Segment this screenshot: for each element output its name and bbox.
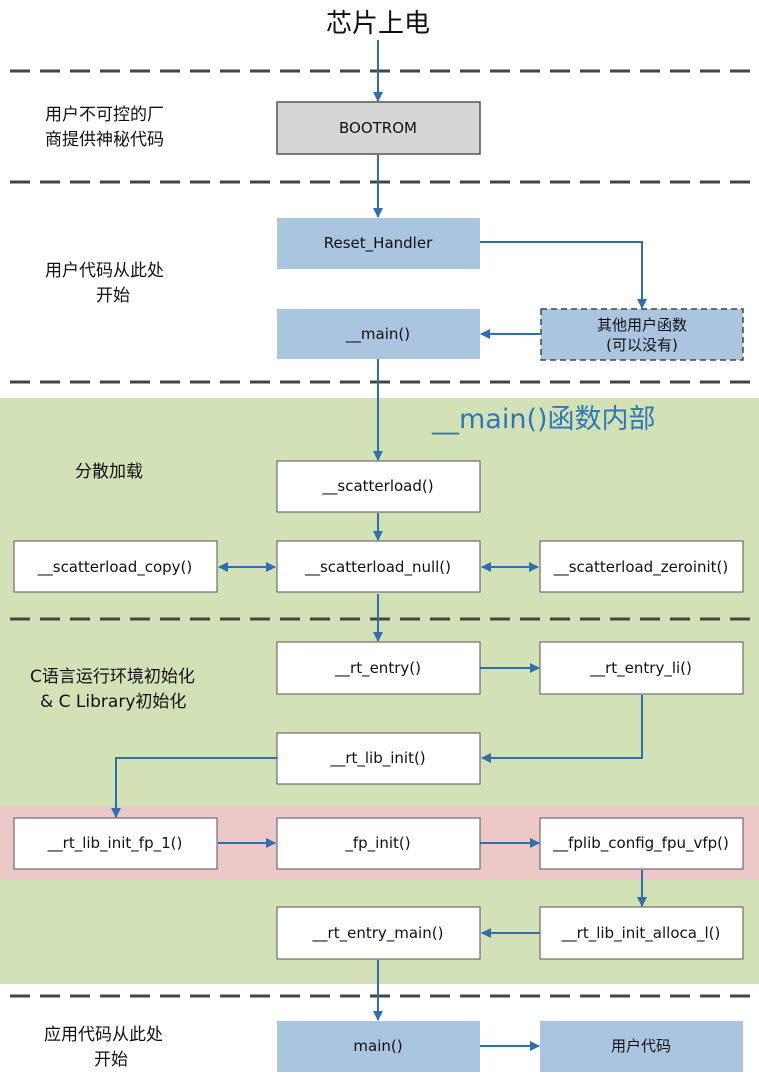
fplib-config-label: __fplib_config_fpu_vfp() bbox=[552, 834, 729, 853]
other-user-functions-box: 其他用户函数 (可以没有) bbox=[540, 308, 744, 361]
rt-entry-li-box: __rt_entry_li() bbox=[539, 641, 744, 695]
rt-entry-li-label: __rt_entry_li() bbox=[589, 659, 692, 678]
crt-init-label-line-2: & C Library初始化 bbox=[40, 692, 186, 712]
scatterload-null-box: __scatterload_null() bbox=[276, 540, 481, 593]
app-start-label-line-1: 应用代码从此处 bbox=[44, 1025, 163, 1045]
rt-entry-box: __rt_entry() bbox=[276, 641, 481, 695]
arrow-rt-lib-init-to-fp1 bbox=[111, 757, 277, 818]
scatterload-box: __scatterload() bbox=[276, 460, 481, 513]
dashed-separators bbox=[10, 69, 750, 998]
scatterload-copy-label: __scatterload_copy() bbox=[37, 558, 193, 577]
arrow-li-to-rt-lib-init bbox=[481, 695, 643, 763]
fplib-config-box: __fplib_config_fpu_vfp() bbox=[539, 817, 744, 870]
fp-init-box: _fp_init() bbox=[276, 817, 481, 870]
rt-entry-main-label: __rt_entry_main() bbox=[312, 924, 444, 943]
other-user-functions-label: 其他用户函数 bbox=[597, 316, 687, 334]
main-entry-box: __main() bbox=[277, 309, 480, 359]
connectors bbox=[111, 40, 647, 1051]
user-code-box: 用户代码 bbox=[540, 1021, 743, 1072]
rt-entry-main-box: __rt_entry_main() bbox=[276, 906, 481, 960]
bootrom-label: BOOTROM bbox=[339, 119, 417, 137]
user-start-label-line-1: 用户代码从此处 bbox=[45, 261, 164, 281]
app-start-label-line-2: 开始 bbox=[94, 1050, 128, 1070]
vendor-label-line-2: 商提供神秘代码 bbox=[45, 130, 164, 150]
scatterload-zeroinit-label: __scatterload_zeroinit() bbox=[553, 558, 729, 577]
rt-lib-init-alloca-box: __rt_lib_init_alloca_l() bbox=[539, 906, 744, 960]
rt-lib-init-fp-1-box: __rt_lib_init_fp_1() bbox=[13, 817, 218, 870]
arrow-reset-to-other bbox=[480, 241, 647, 309]
other-user-functions-note: (可以没有) bbox=[606, 336, 678, 354]
main-internal-title: __main()函数内部 bbox=[431, 404, 656, 435]
rt-lib-init-fp-1-label: __rt_lib_init_fp_1() bbox=[47, 834, 183, 853]
reset-handler-label: Reset_Handler bbox=[324, 234, 433, 253]
rt-lib-init-alloca-label: __rt_lib_init_alloca_l() bbox=[561, 924, 721, 943]
scatter-load-label: 分散加载 bbox=[75, 462, 143, 482]
scatterload-copy-box: __scatterload_copy() bbox=[13, 540, 218, 593]
bootrom-box: BOOTROM bbox=[276, 101, 481, 155]
user-code-label: 用户代码 bbox=[611, 1037, 671, 1055]
reset-handler-box: Reset_Handler bbox=[277, 218, 480, 269]
crt-init-label-line-1: C语言运行环境初始化 bbox=[30, 667, 195, 687]
rt-lib-init-box: __rt_lib_init() bbox=[276, 732, 481, 785]
scatterload-zeroinit-box: __scatterload_zeroinit() bbox=[539, 540, 744, 593]
rt-entry-label: __rt_entry() bbox=[334, 659, 421, 678]
main-entry-label: __main() bbox=[345, 325, 410, 344]
power-on-title: 芯片上电 bbox=[326, 9, 430, 39]
scatterload-label: __scatterload() bbox=[321, 477, 433, 496]
rt-lib-init-label: __rt_lib_init() bbox=[329, 749, 425, 768]
user-main-box: main() bbox=[277, 1021, 480, 1072]
user-start-label-line-2: 开始 bbox=[96, 286, 130, 306]
vendor-label-line-1: 用户不可控的厂 bbox=[45, 105, 164, 125]
scatterload-null-label: __scatterload_null() bbox=[304, 558, 451, 577]
fp-init-label: _fp_init() bbox=[344, 834, 410, 853]
user-main-label: main() bbox=[353, 1037, 402, 1055]
